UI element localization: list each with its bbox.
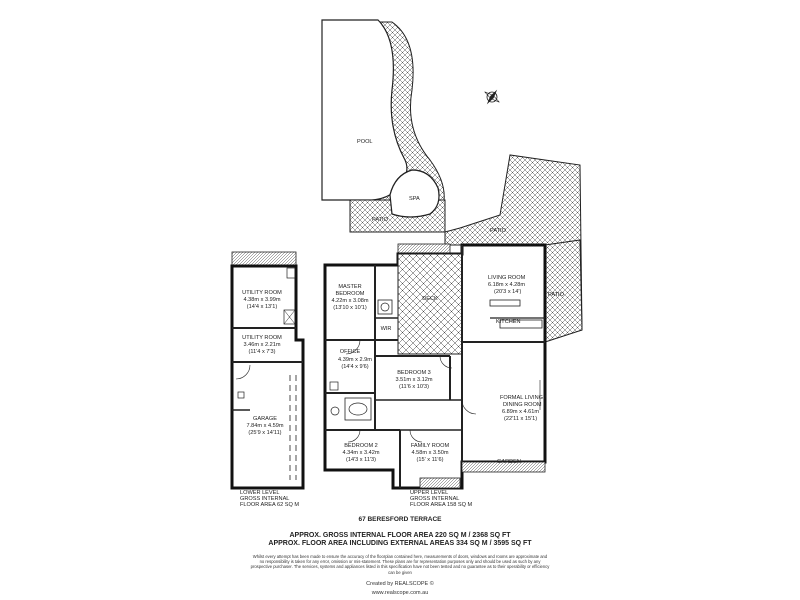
formal-living-size-ft: (22'11 x 15'1)	[504, 416, 537, 422]
garden-label: GARDEN	[497, 459, 521, 465]
bedroom-3-size-m: 3.51m x 3.12m	[396, 377, 433, 383]
pool-area: POOL SPA PATIO	[321, 19, 446, 233]
pool-label: POOL	[357, 139, 373, 145]
living-room-size-ft: (20'3 x 14')	[494, 289, 521, 295]
lower-area-line-1: LOWER LEVEL	[240, 490, 279, 496]
kitchen-label: KITCHEN	[496, 319, 521, 325]
garden	[461, 461, 546, 473]
external-area-text: APPROX. FLOOR AREA INCLUDING EXTERNAL AR…	[268, 540, 532, 547]
credit-text: Created by REALSCOPE ©	[366, 581, 434, 587]
upper-area-line-3: FLOOR AREA 158 SQ M	[410, 502, 473, 508]
svg-text:BEDROOM: BEDROOM	[336, 291, 365, 297]
utility-room-2-size-m: 3.46m x 2.21m	[244, 342, 281, 348]
master-bedroom-name: MASTER	[338, 284, 361, 290]
patio-pool-label: PATIO	[372, 217, 389, 223]
lower-level-labels: UTILITY ROOM 4.38m x 3.99m (14'4 x 13'1)…	[240, 290, 299, 508]
family-room-size-ft: (15' x 11'6)	[417, 457, 444, 463]
utility-room-1-size-ft: (14'4 x 13'1)	[247, 304, 278, 310]
garage-size-m: 7.84m x 4.59m	[247, 423, 284, 429]
patio-side-label: PATIO	[548, 292, 565, 298]
deck-label: DECK	[422, 296, 438, 302]
upper-level-labels: MASTER BEDROOM 4.22m x 3.08m (13'10 x 10…	[332, 275, 547, 508]
bedroom-2-name: BEDROOM 2	[344, 443, 378, 449]
compass-icon	[484, 89, 500, 105]
bedroom-3-name: BEDROOM 3	[397, 370, 431, 376]
utility-room-1-name: UTILITY ROOM	[242, 290, 282, 296]
bedroom-2-size-m: 4.34m x 3.42m	[343, 450, 380, 456]
garage-size-ft: (25'9 x 14'11)	[248, 430, 281, 436]
formal-living-name-2: DINING ROOM	[503, 402, 542, 408]
living-room-name: LIVING ROOM	[488, 275, 526, 281]
office-size-m: 4.39m x 2.9m	[338, 357, 372, 363]
property-address: 67 BERESFORD TERRACE	[358, 516, 442, 523]
bedroom-2-size-ft: (14'3 x 11'3)	[346, 457, 376, 463]
website-link[interactable]: www.realscope.com.au	[371, 590, 429, 596]
patio-top-label: PATIO	[490, 228, 507, 234]
utility-room-1-size-m: 4.38m x 3.99m	[244, 297, 281, 303]
patio-side	[544, 239, 583, 343]
upper-level	[323, 243, 547, 490]
utility-room-2-size-ft: (11'4 x 7'3)	[249, 349, 276, 355]
master-bedroom-name-2: BEDROOM	[336, 291, 365, 297]
family-room-name: FAMILY ROOM	[411, 443, 450, 449]
upper-area-line-1: UPPER LEVEL	[410, 490, 448, 496]
family-room-size-m: 4.58m x 3.50m	[412, 450, 449, 456]
utility-room-2-name: UTILITY ROOM	[242, 335, 282, 341]
formal-living-size-m: 6.89m x 4.61m	[502, 409, 539, 415]
wir-label: WIR	[381, 326, 392, 332]
deck	[397, 253, 463, 355]
gross-area-text: APPROX. GROSS INTERNAL FLOOR AREA 220 SQ…	[289, 532, 511, 539]
master-bedroom-size-ft: (13'10 x 10'1)	[333, 305, 367, 311]
svg-text:MASTER: MASTER	[338, 284, 361, 290]
bedroom-3-size-ft: (11'6 x 10'3)	[399, 384, 429, 390]
spa-label: SPA	[409, 196, 420, 202]
office-size-ft: (14'4 x 9'6)	[341, 364, 368, 370]
living-room-size-m: 6.18m x 4.28m	[488, 282, 525, 288]
lower-area-line-2: GROSS INTERNAL	[240, 496, 289, 502]
disclaimer-text: Whilst every attempt has been made to en…	[250, 554, 550, 575]
office-name: OFFICE	[340, 349, 361, 355]
garage-name: GARAGE	[253, 416, 277, 422]
lower-level	[230, 251, 305, 490]
upper-area-line-2: GROSS INTERNAL	[410, 496, 459, 502]
pool	[321, 19, 408, 201]
formal-living-name: FORMAL LIVING /	[500, 395, 547, 401]
master-bedroom-size-m: 4.22m x 3.08m	[332, 298, 369, 304]
lower-area-line-3: FLOOR AREA 62 SQ M	[240, 502, 299, 508]
